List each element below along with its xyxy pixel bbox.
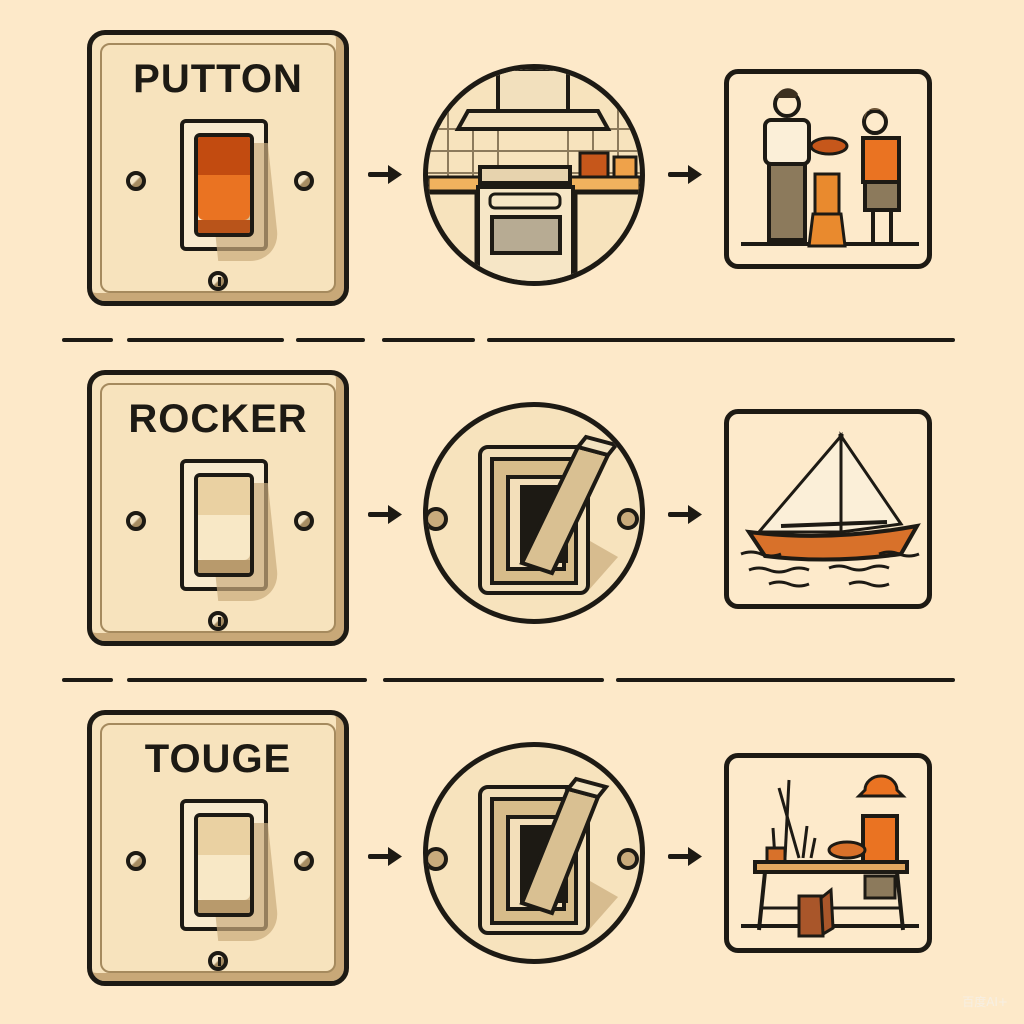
section-divider <box>383 678 604 682</box>
screw-icon <box>294 511 314 531</box>
screw-icon <box>208 611 228 631</box>
arrow-right-icon <box>668 165 702 184</box>
touge-switch-rocker[interactable] <box>194 813 254 917</box>
row-putton: PUTTON <box>0 0 1024 340</box>
screw-icon <box>208 271 228 291</box>
row-touge: TOUGE <box>0 680 1024 1020</box>
section-divider <box>296 338 365 342</box>
touge-switch-plate: TOUGE <box>87 710 349 986</box>
kitchen-stove-illustration <box>423 64 645 286</box>
screw-icon <box>294 851 314 871</box>
sailboat-illustration <box>724 409 932 609</box>
section-divider <box>127 338 284 342</box>
arrow-right-icon <box>668 847 702 866</box>
screw-icon <box>294 171 314 191</box>
watermark: 百度AI+ <box>962 995 1008 1009</box>
toggle-switch-closeup-illustration <box>423 402 645 624</box>
row-rocker: ROCKER <box>0 340 1024 680</box>
toggle-switch-closeup-illustration <box>423 742 645 964</box>
touge-label: TOUGE <box>144 737 292 781</box>
touge-switch-frame <box>180 799 281 941</box>
section-divider <box>62 338 113 342</box>
people-cooking-illustration <box>724 69 932 269</box>
putton-switch-plate: PUTTON <box>87 30 349 306</box>
child-workbench-illustration <box>724 753 932 953</box>
putton-switch-rocker[interactable] <box>194 133 254 237</box>
arrow-right-icon <box>368 505 402 524</box>
rocker-label: ROCKER <box>128 397 308 441</box>
section-divider <box>616 678 955 682</box>
rocker-switch-frame <box>180 459 281 601</box>
rocker-switch-plate: ROCKER <box>87 370 349 646</box>
rocker-switch-rocker[interactable] <box>194 473 254 577</box>
section-divider <box>62 678 113 682</box>
arrow-right-icon <box>368 847 402 866</box>
arrow-right-icon <box>368 165 402 184</box>
section-divider <box>487 338 955 342</box>
arrow-right-icon <box>668 505 702 524</box>
section-divider <box>127 678 367 682</box>
putton-switch-frame <box>180 119 281 261</box>
screw-icon <box>126 851 146 871</box>
screw-icon <box>126 511 146 531</box>
screw-icon <box>126 171 146 191</box>
putton-label: PUTTON <box>133 57 303 101</box>
screw-icon <box>208 951 228 971</box>
section-divider <box>382 338 475 342</box>
